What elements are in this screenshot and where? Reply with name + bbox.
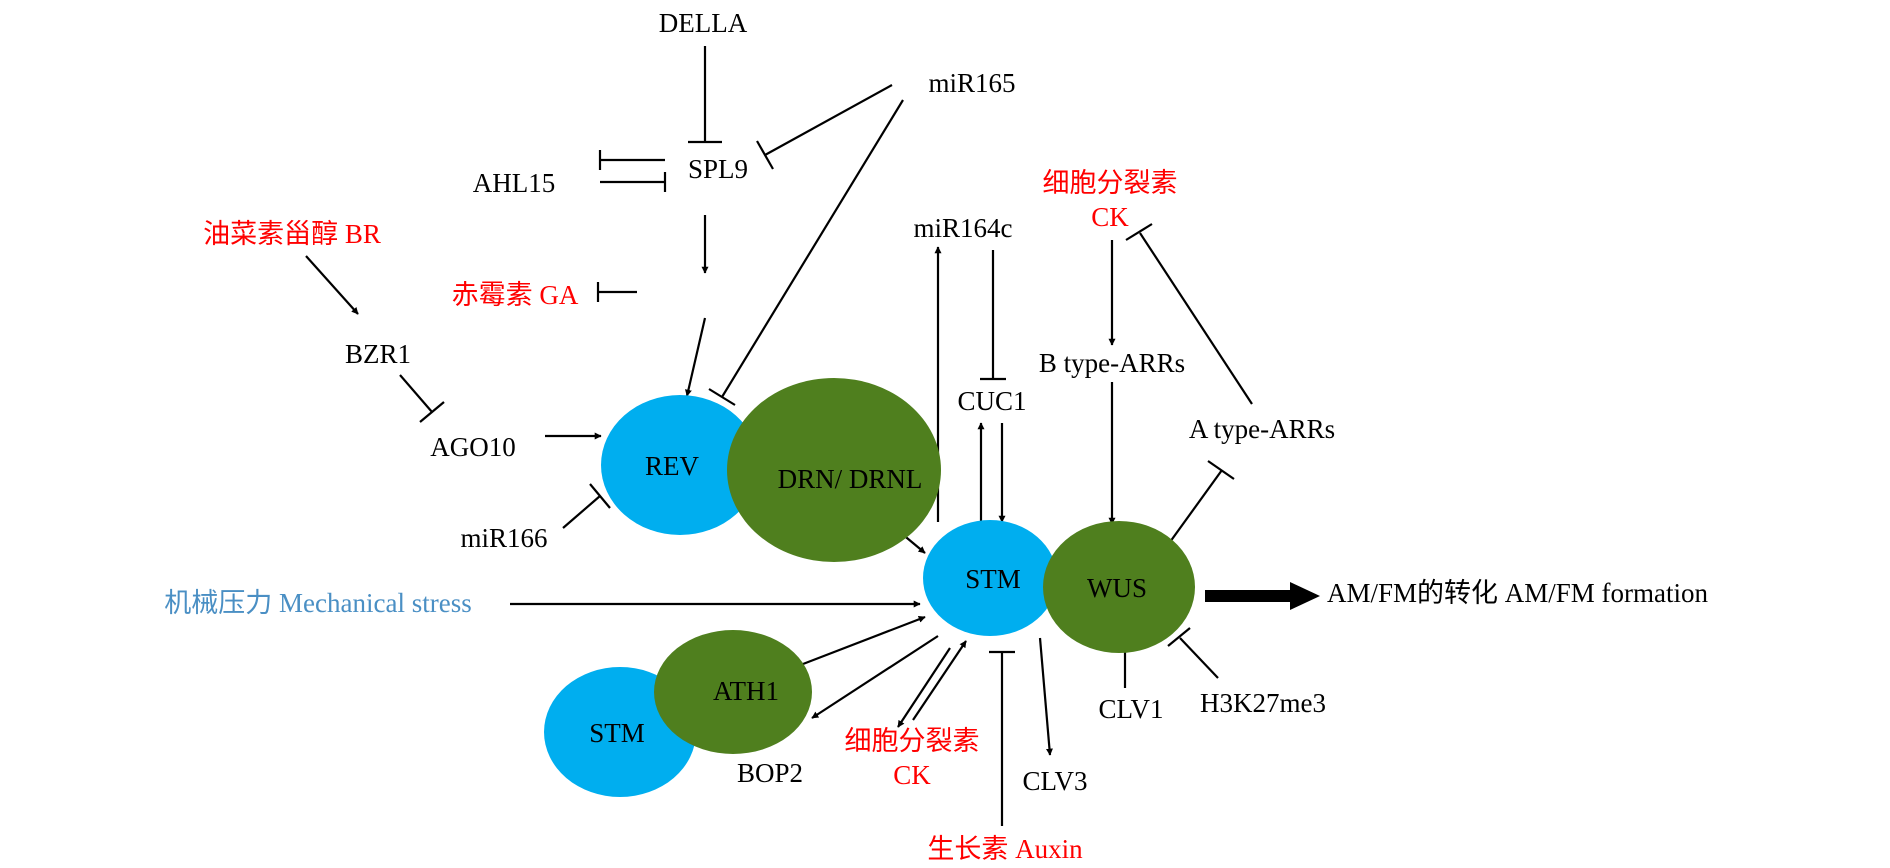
text-labels: DELLA miR165 SPL9 AHL15 油菜素甾醇 BR 赤霉素 GA … xyxy=(164,8,1708,864)
edges xyxy=(305,46,1253,826)
a-arrs-label: A type-ARRs xyxy=(1189,414,1335,444)
nodes xyxy=(544,378,1195,797)
ga-label: 赤霉素 GA xyxy=(452,280,579,310)
edge-h3k27-wus xyxy=(1179,637,1219,679)
mir165-label: miR165 xyxy=(928,68,1015,98)
edge-wus-amfm xyxy=(1205,582,1320,610)
edge-aarrs-ck xyxy=(1139,232,1253,405)
clv3-label: CLV3 xyxy=(1022,766,1087,796)
edge-mir166-rev-bar xyxy=(589,483,611,509)
ath1-node xyxy=(654,630,812,754)
edge-mir165-spl9-bar xyxy=(756,140,774,170)
mir166-label: miR166 xyxy=(460,523,547,553)
edge-h3k27-wus-bar xyxy=(1167,627,1191,647)
edge-stm-bop2 xyxy=(811,635,939,719)
edge-mir165-spl9 xyxy=(764,84,893,156)
stm-small-label: STM xyxy=(589,718,645,748)
edge-mir165-rev xyxy=(721,99,904,398)
ck-top-en-label: CK xyxy=(1091,202,1129,232)
drn-label: DRN/ DRNL xyxy=(778,464,923,494)
mir164c-label: miR164c xyxy=(914,213,1013,243)
br-label: 油菜素甾醇 BR xyxy=(203,219,381,249)
edge-wus-aarrs xyxy=(1169,469,1223,543)
edge-aarrs-ck-bar xyxy=(1125,223,1153,241)
mech-stress-label: 机械压力 Mechanical stress xyxy=(164,588,471,618)
h3k27me3-label: H3K27me3 xyxy=(1200,688,1326,718)
edge-stm-clv3 xyxy=(1038,637,1053,756)
wus-label: WUS xyxy=(1087,573,1147,603)
drn-node xyxy=(727,378,941,562)
edge-bzr1-ago10 xyxy=(399,374,433,413)
edge-mir166-rev xyxy=(562,495,601,529)
rev-label: REV xyxy=(645,451,700,481)
edge-ath1-stm xyxy=(802,615,926,666)
node-labels: REV DRN/ DRNL STM WUS STM ATH1 xyxy=(589,451,1147,748)
am-fm-label: AM/FM的转化 AM/FM formation xyxy=(1327,578,1709,608)
ck-bottom-cn-label: 细胞分裂素 xyxy=(845,726,980,756)
della-label: DELLA xyxy=(659,8,748,38)
edge-ckb-stm xyxy=(912,640,967,721)
bop2-label: BOP2 xyxy=(737,758,803,788)
ath1-label: ATH1 xyxy=(713,676,779,706)
edge-bzr1-ago10-bar xyxy=(419,401,445,423)
clv1-label: CLV1 xyxy=(1098,694,1163,724)
spl9-label: SPL9 xyxy=(688,154,748,184)
edge-stm-ckb xyxy=(897,647,951,728)
edge-to-rev xyxy=(685,317,707,397)
stm-main-node xyxy=(923,520,1057,636)
auxin-label: 生长素 Auxin xyxy=(927,834,1083,864)
cuc1-label: CUC1 xyxy=(957,386,1026,416)
stm-main-label: STM xyxy=(965,564,1021,594)
edge-mir165-rev-bar xyxy=(708,388,736,406)
wus-node xyxy=(1043,521,1195,653)
rev-node xyxy=(601,395,759,535)
b-arrs-label: B type-ARRs xyxy=(1039,348,1185,378)
bzr1-label: BZR1 xyxy=(345,339,411,369)
ck-bottom-en-label: CK xyxy=(893,760,931,790)
edge-wus-aarrs-bar xyxy=(1207,460,1235,480)
ahl15-label: AHL15 xyxy=(473,168,556,198)
ck-top-cn-label: 细胞分裂素 xyxy=(1043,168,1178,198)
ago10-label: AGO10 xyxy=(430,432,516,462)
edge-br-bzr1 xyxy=(305,255,359,315)
